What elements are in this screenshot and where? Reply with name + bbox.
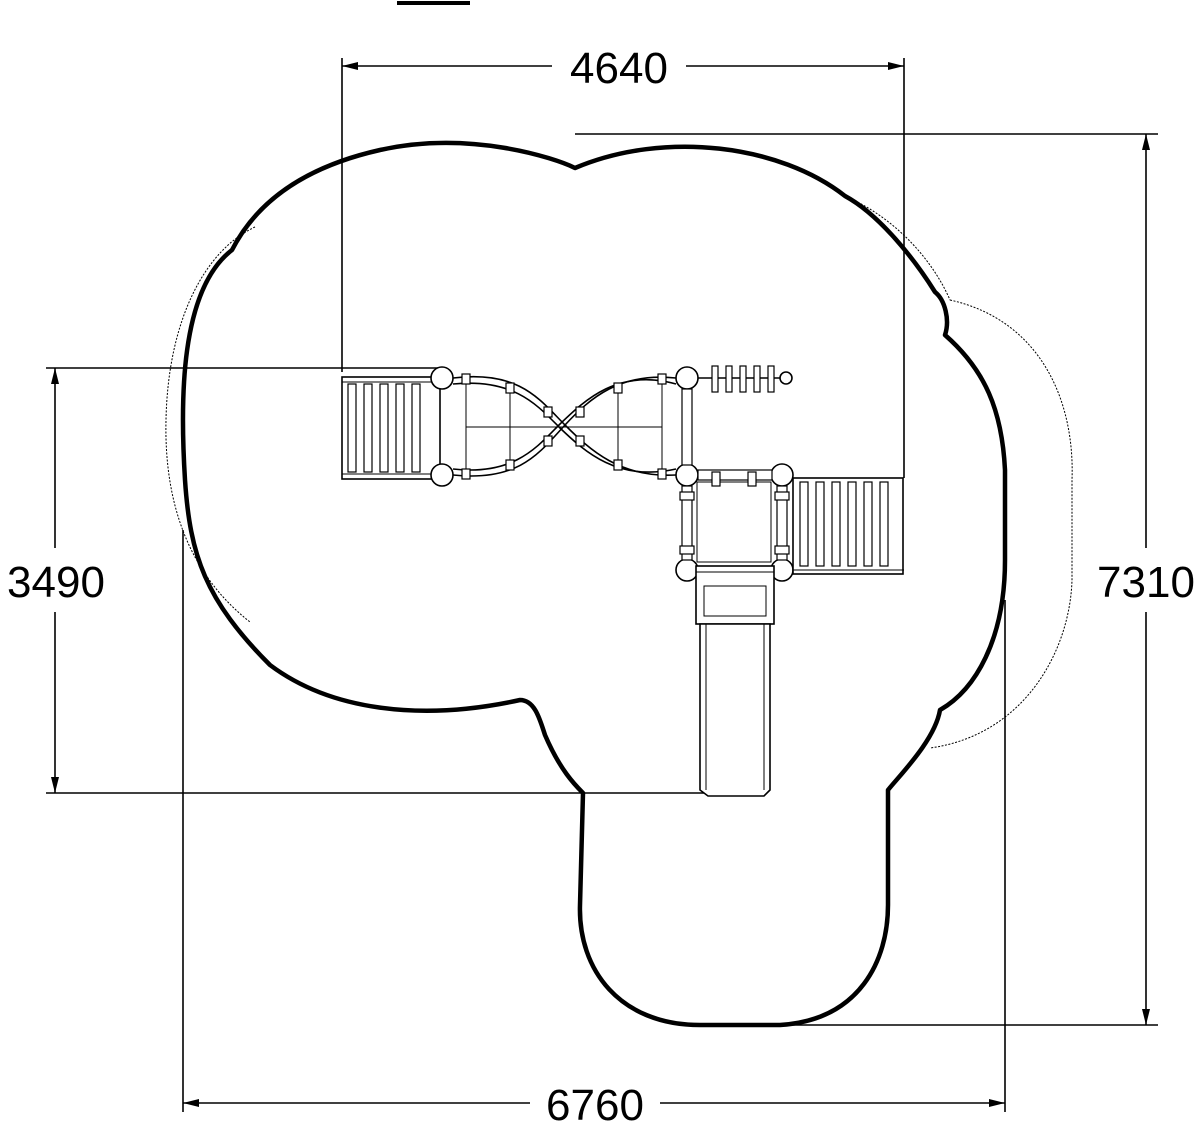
frame-rails	[681, 388, 788, 561]
dimension-label-right-height: 7310	[1097, 558, 1195, 607]
left-ladder	[341, 376, 441, 480]
right-ladder	[792, 477, 904, 575]
dimension-bottom: 6760	[182, 530, 1006, 1122]
safety-zone-boundary	[180, 140, 1008, 1028]
dimension-right: 7310	[575, 133, 1195, 1026]
safety-zone-outer-contour	[165, 195, 1073, 749]
slide	[695, 565, 775, 797]
dimension-label-left-height: 3490	[7, 558, 105, 607]
grip-handles	[698, 365, 793, 393]
dimension-label-top-width: 4640	[570, 44, 668, 93]
platform	[679, 471, 790, 563]
dimension-left: 3490	[7, 367, 706, 794]
twisted-bridge	[452, 373, 677, 480]
dimension-label-bottom-width: 6760	[546, 1081, 644, 1122]
dimension-top: 4640	[341, 44, 905, 478]
